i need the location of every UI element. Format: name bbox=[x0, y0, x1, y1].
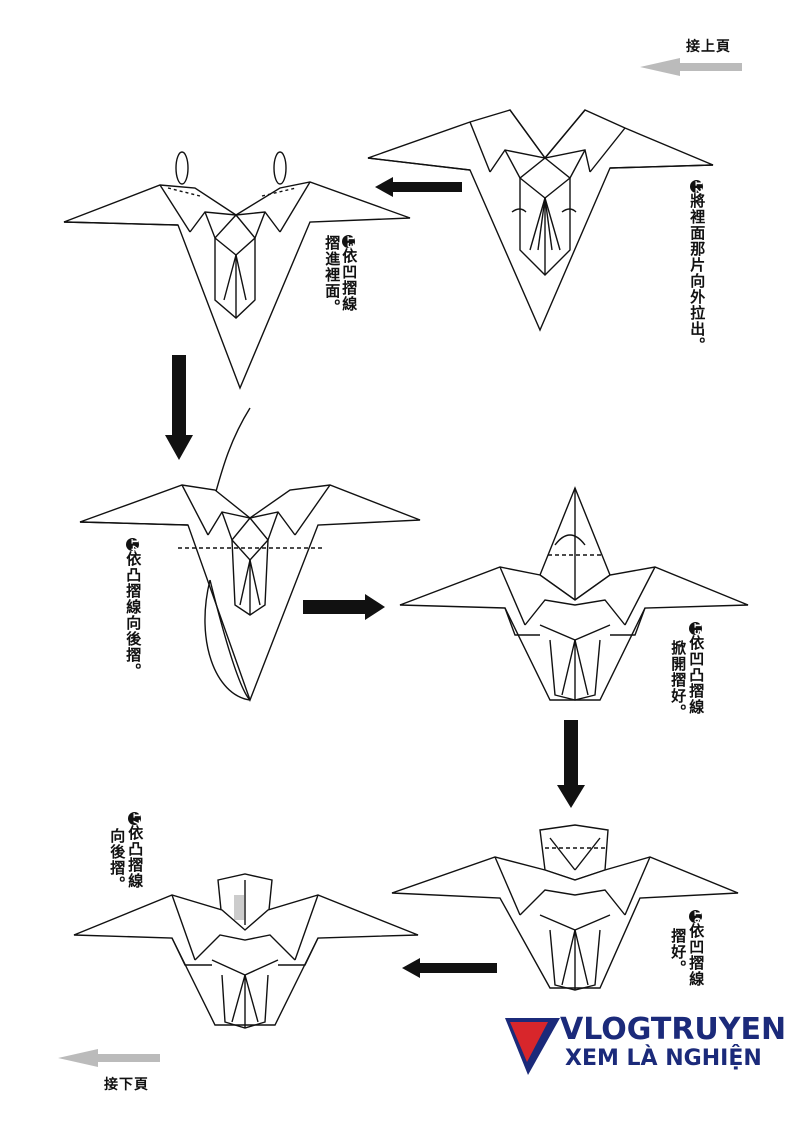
step-12-text: 將裡面那片向外拉出。 bbox=[688, 193, 707, 353]
step-14-caption: 14依凸摺線向後摺。 bbox=[124, 538, 143, 679]
step-15-figure bbox=[399, 486, 749, 701]
next-page-label[interactable]: 接下頁 bbox=[104, 1077, 149, 1093]
arrow-down-icon bbox=[165, 355, 193, 460]
prev-page-arrow-icon bbox=[640, 58, 742, 76]
step-12-figure bbox=[367, 109, 714, 332]
arrow-left-icon bbox=[375, 177, 462, 197]
step-15-text-1: 依凹凸摺線 bbox=[687, 635, 706, 715]
arrow-right-icon bbox=[303, 594, 385, 620]
step-17-text-2: 向後摺。 bbox=[108, 828, 127, 892]
next-page-arrow-icon bbox=[58, 1049, 160, 1067]
step-13-figure bbox=[63, 151, 411, 390]
prev-page-label[interactable]: 接上頁 bbox=[686, 39, 731, 55]
step-13-number: 13 bbox=[342, 235, 356, 250]
step-15-caption-col2: 掀開摺好。 bbox=[669, 640, 688, 720]
step-17-number: 17 bbox=[128, 812, 142, 827]
logo-v-icon bbox=[505, 1018, 560, 1075]
step-13-text-1: 依凹摺線 bbox=[340, 248, 359, 312]
watermark-subtitle: XEM LÀ NGHIỆN bbox=[565, 1046, 762, 1071]
step-16-caption: 16依凹摺線 bbox=[687, 910, 706, 987]
arrow-left-icon bbox=[402, 958, 497, 978]
step-16-text-2: 摺好。 bbox=[669, 928, 688, 976]
step-15-caption: 15依凹凸摺線 bbox=[687, 622, 706, 715]
arrow-down-icon bbox=[557, 720, 585, 808]
step-13-caption-col1: 13依凹摺線 bbox=[340, 235, 359, 312]
step-14-text: 依凸摺線向後摺。 bbox=[124, 551, 143, 679]
step-14-number: 14 bbox=[126, 538, 140, 553]
step-17-text-1: 依凸摺線 bbox=[126, 825, 145, 889]
step-12-number: 12 bbox=[690, 180, 704, 195]
step-14-figure bbox=[79, 407, 421, 703]
step-13-text-2: 摺進裡面。 bbox=[323, 235, 342, 315]
watermark-title: VLOGTRUYEN bbox=[560, 1012, 787, 1047]
step-15-number: 15 bbox=[689, 622, 703, 637]
step-17-caption: 17依凸摺線 bbox=[126, 812, 145, 889]
step-15-text-2: 掀開摺好。 bbox=[669, 640, 688, 720]
step-16-figure bbox=[391, 824, 739, 991]
step-17-figure bbox=[73, 873, 419, 1029]
step-17-caption-col2: 向後摺。 bbox=[108, 828, 127, 892]
step-16-caption-col2: 摺好。 bbox=[669, 928, 688, 976]
step-12-caption: 12將裡面那片向外拉出。 bbox=[688, 180, 707, 353]
step-16-number: 16 bbox=[689, 910, 703, 925]
step-13-caption: 摺進裡面。 bbox=[323, 235, 342, 315]
step-16-text-1: 依凹摺線 bbox=[687, 923, 706, 987]
